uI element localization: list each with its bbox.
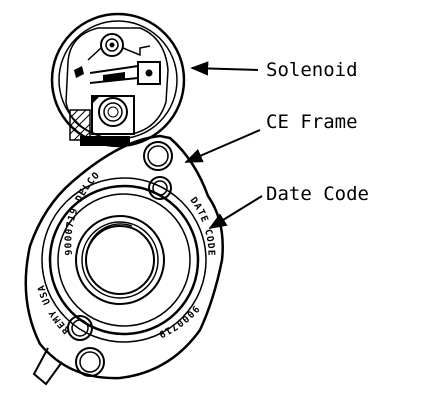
frame-label: CE Frame: [266, 111, 358, 133]
frame-marking-top-left: 9000719 DELCO: [63, 170, 102, 256]
date-code-label: Date Code: [266, 183, 369, 205]
ce-frame: 9000719 DELCO REMY USA DATE CODE 9000719: [24, 134, 224, 386]
frame-arrow: [184, 129, 261, 163]
mounting-hole: [67, 315, 93, 341]
mounting-hole: [143, 141, 173, 171]
solenoid-label: Solenoid: [266, 59, 358, 81]
solenoid-housing: [50, 12, 186, 148]
mounting-hole: [148, 176, 172, 200]
solenoid-arrow: [190, 61, 259, 76]
date-code-arrow: [208, 195, 263, 229]
mounting-hole: [75, 347, 105, 377]
frame-marking-left: REMY USA: [36, 283, 72, 336]
